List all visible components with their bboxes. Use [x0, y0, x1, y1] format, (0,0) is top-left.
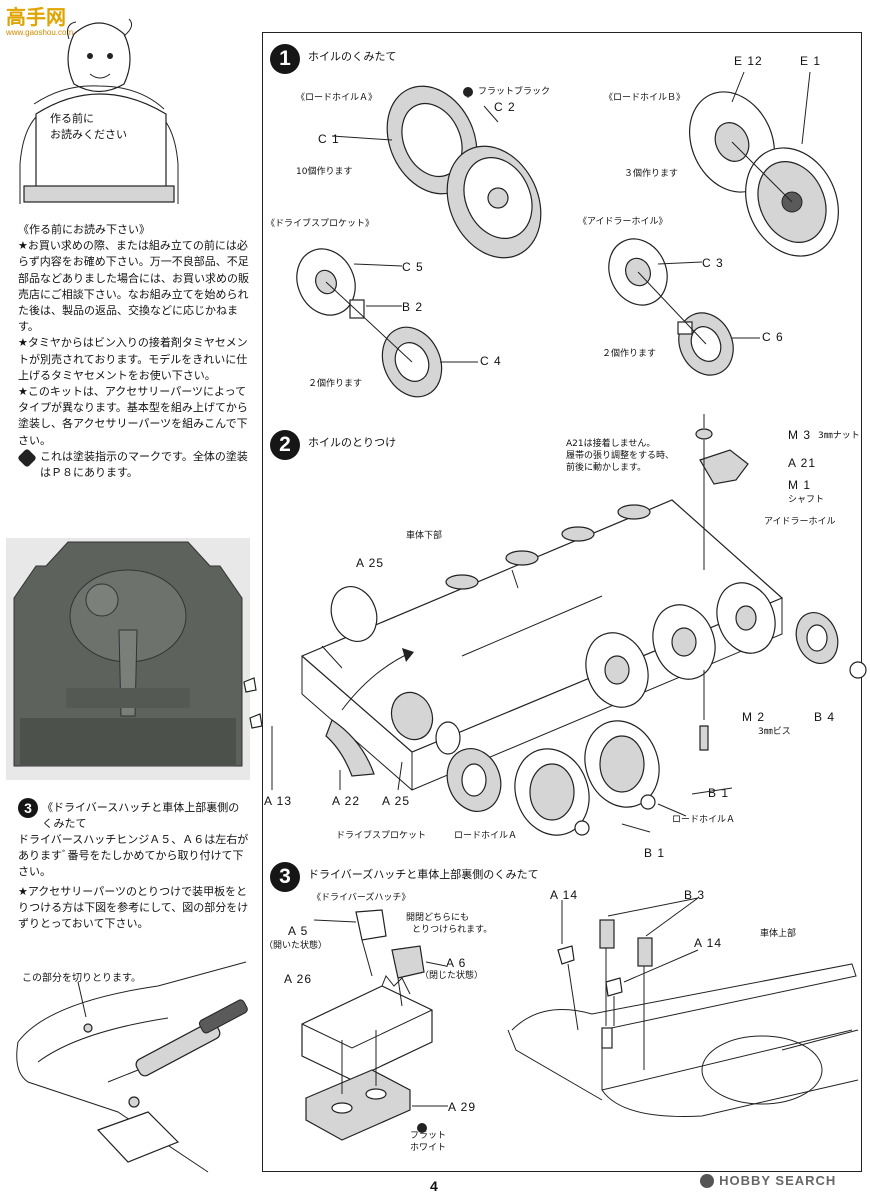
step3-number: 3 — [270, 862, 300, 892]
part-m3: M 3 — [788, 428, 812, 442]
mascot-line2: お読みください — [50, 128, 127, 141]
road-wheel-a-right: ロードホイルＡ — [672, 815, 736, 825]
step2-title: ホイルのとりつけ — [308, 436, 397, 449]
flat-white-1: フラット — [410, 1131, 447, 1141]
step3-drawing — [301, 897, 859, 1141]
open-state-label: （開いた状態） — [264, 941, 328, 951]
part-a14-right: A 14 — [694, 936, 723, 950]
part-a25-top: A 25 — [356, 556, 385, 570]
drive-sprocket-heading: 《ドライブスプロケット》 — [266, 219, 375, 229]
step3-title: ドライバーズハッチと車体上部裏側のくみたて — [308, 868, 539, 881]
mascot-illustration: 作る前に お読みください — [14, 14, 184, 204]
part-a22: A 22 — [332, 794, 361, 808]
hatch-step-number: 3 — [18, 798, 38, 818]
step1-title: ホイルのくみたて — [308, 50, 397, 63]
road-wheel-a-center: ロードホイルＡ — [454, 831, 518, 841]
brand-watermark: HOBBY SEARCH — [700, 1170, 864, 1190]
idler-label: アイドラーホイル — [764, 517, 836, 527]
hatch-text-header: 3 《ドライバースハッチと車体上部裏側のくみたて — [18, 798, 250, 832]
hatch-text-p1: ドライバースハッチヒンジＡ５、Ａ６は左右がありますﾞ番号をたしかめてから取り付け… — [18, 833, 249, 878]
mascot-drawing — [19, 18, 179, 204]
make2b-label: ２個作ります — [602, 349, 657, 359]
paint-mark-note: これは塗装指示のマークです。全体の塗装はＰ８にあります。 — [17, 447, 250, 481]
watermark-logo: 高手网 — [6, 5, 66, 29]
notes-p1: ★お買い求めの際、または組み立ての前には必らず内容をお確め下さい。万一不良部品、… — [18, 239, 249, 334]
drive-sprocket-label: ドライブスプロケット — [336, 831, 427, 841]
notes-p3: ★このキットは、アクセサリーパーツによってタイプが異なります。基本型を組み上げて… — [18, 385, 248, 447]
hatch-text-p2: ★アクセサリーパーツのとりつけで装甲板をとりつける方は下図を参考にして、図の部分… — [18, 885, 249, 930]
make10-label: 10個作ります — [296, 167, 353, 177]
step1-drawing — [296, 71, 839, 398]
mascot-line1: 作る前に — [50, 112, 94, 125]
shaft-label: シャフト — [788, 495, 825, 505]
part-c6: C 6 — [762, 330, 784, 344]
pre-assembly-notes: 《作る前にお読み下さい》 ★お買い求めの際、または組み立ての前には必らず内容をお… — [17, 222, 250, 481]
flat-black-label: フラットブラック — [478, 87, 551, 97]
part-a14-left: A 14 — [550, 888, 579, 902]
a21-note2: 履帯の張り調整をする時、 — [566, 451, 675, 461]
page-number: 4 — [430, 1178, 438, 1194]
closed-state-label: （閉じた状態） — [420, 971, 484, 981]
part-a26: A 26 — [284, 972, 313, 986]
step2-drawing — [243, 414, 867, 836]
a21-note1: A21は接着しません。 — [566, 439, 656, 449]
part-a25-bottom: A 25 — [382, 794, 411, 808]
part-b1-bottom: B 1 — [644, 846, 666, 860]
step2-number: 2 — [270, 430, 300, 460]
watermark: 高手网 www.gaoshou.com — [6, 6, 76, 37]
idler-wheel-heading: 《アイドラーホイル》 — [578, 217, 668, 227]
part-a13: A 13 — [264, 794, 293, 808]
part-a5: A 5 — [288, 924, 309, 938]
part-a6: A 6 — [446, 956, 467, 970]
make3-label: ３個作ります — [624, 169, 679, 179]
hatch-heading: 《ドライバーズハッチ》 — [312, 893, 411, 903]
part-a21: A 21 — [788, 456, 817, 470]
a21-note3: 前後に動かします。 — [566, 463, 647, 473]
part-c4: C 4 — [480, 354, 502, 368]
step1-number: 1 — [270, 44, 300, 74]
part-m2: M 2 — [742, 710, 766, 724]
part-b3: B 3 — [684, 888, 706, 902]
hatch-text-title: 《ドライバースハッチと車体上部裏側のくみたて — [42, 801, 240, 830]
brand-text: HOBBY SEARCH — [719, 1173, 837, 1188]
brand-icon — [700, 1173, 714, 1188]
make2a-label: ２個作ります — [308, 379, 363, 389]
cut-diagram — [16, 961, 248, 1173]
road-wheel-a-heading: 《ロードホイルＡ》 — [296, 93, 378, 103]
assembly-frame — [262, 32, 862, 1172]
nut-label: 3㎜ナット — [818, 431, 860, 441]
upper-hull-label: 車体上部 — [760, 929, 797, 939]
part-c2: C 2 — [494, 100, 516, 114]
hatch-instructions: 3 《ドライバースハッチと車体上部裏側のくみたて ドライバースハッチヒンジＡ５、… — [18, 798, 250, 932]
lower-hull-label: 車体下部 — [406, 531, 443, 541]
part-b2: B 2 — [402, 300, 424, 314]
part-e12: E 12 — [734, 54, 763, 68]
screw-label: 3㎜ビス — [758, 727, 791, 737]
tank-photo-drawing — [13, 541, 243, 767]
cut-label: この部分を切りとります。 — [22, 973, 141, 984]
part-e1: E 1 — [800, 54, 822, 68]
notes-heading: 《作る前にお読み下さい》 — [18, 223, 150, 236]
part-c1: C 1 — [318, 132, 340, 146]
either-way-2: とりつけられます。 — [412, 925, 493, 935]
part-a29: A 29 — [448, 1100, 477, 1114]
paint-mark-text: これは塗装指示のマークです。全体の塗装はＰ８にあります。 — [40, 449, 248, 480]
flat-white-2: ホワイト — [410, 1143, 447, 1153]
paint-mark-icon — [17, 447, 37, 468]
either-way-1: 開閉どちらにも — [406, 913, 470, 923]
notes-p2: ★タミヤからはビン入りの接着剤タミヤセメントが別売されております。モデルをきれい… — [18, 336, 248, 382]
part-c3: C 3 — [702, 256, 724, 270]
tank-photo — [6, 538, 250, 780]
road-wheel-b-heading: 《ロードホイルＢ》 — [604, 93, 686, 103]
part-c5: C 5 — [402, 260, 424, 274]
part-m1: M 1 — [788, 478, 812, 492]
part-b4: B 4 — [814, 710, 836, 724]
watermark-url: www.gaoshou.com — [6, 28, 74, 37]
